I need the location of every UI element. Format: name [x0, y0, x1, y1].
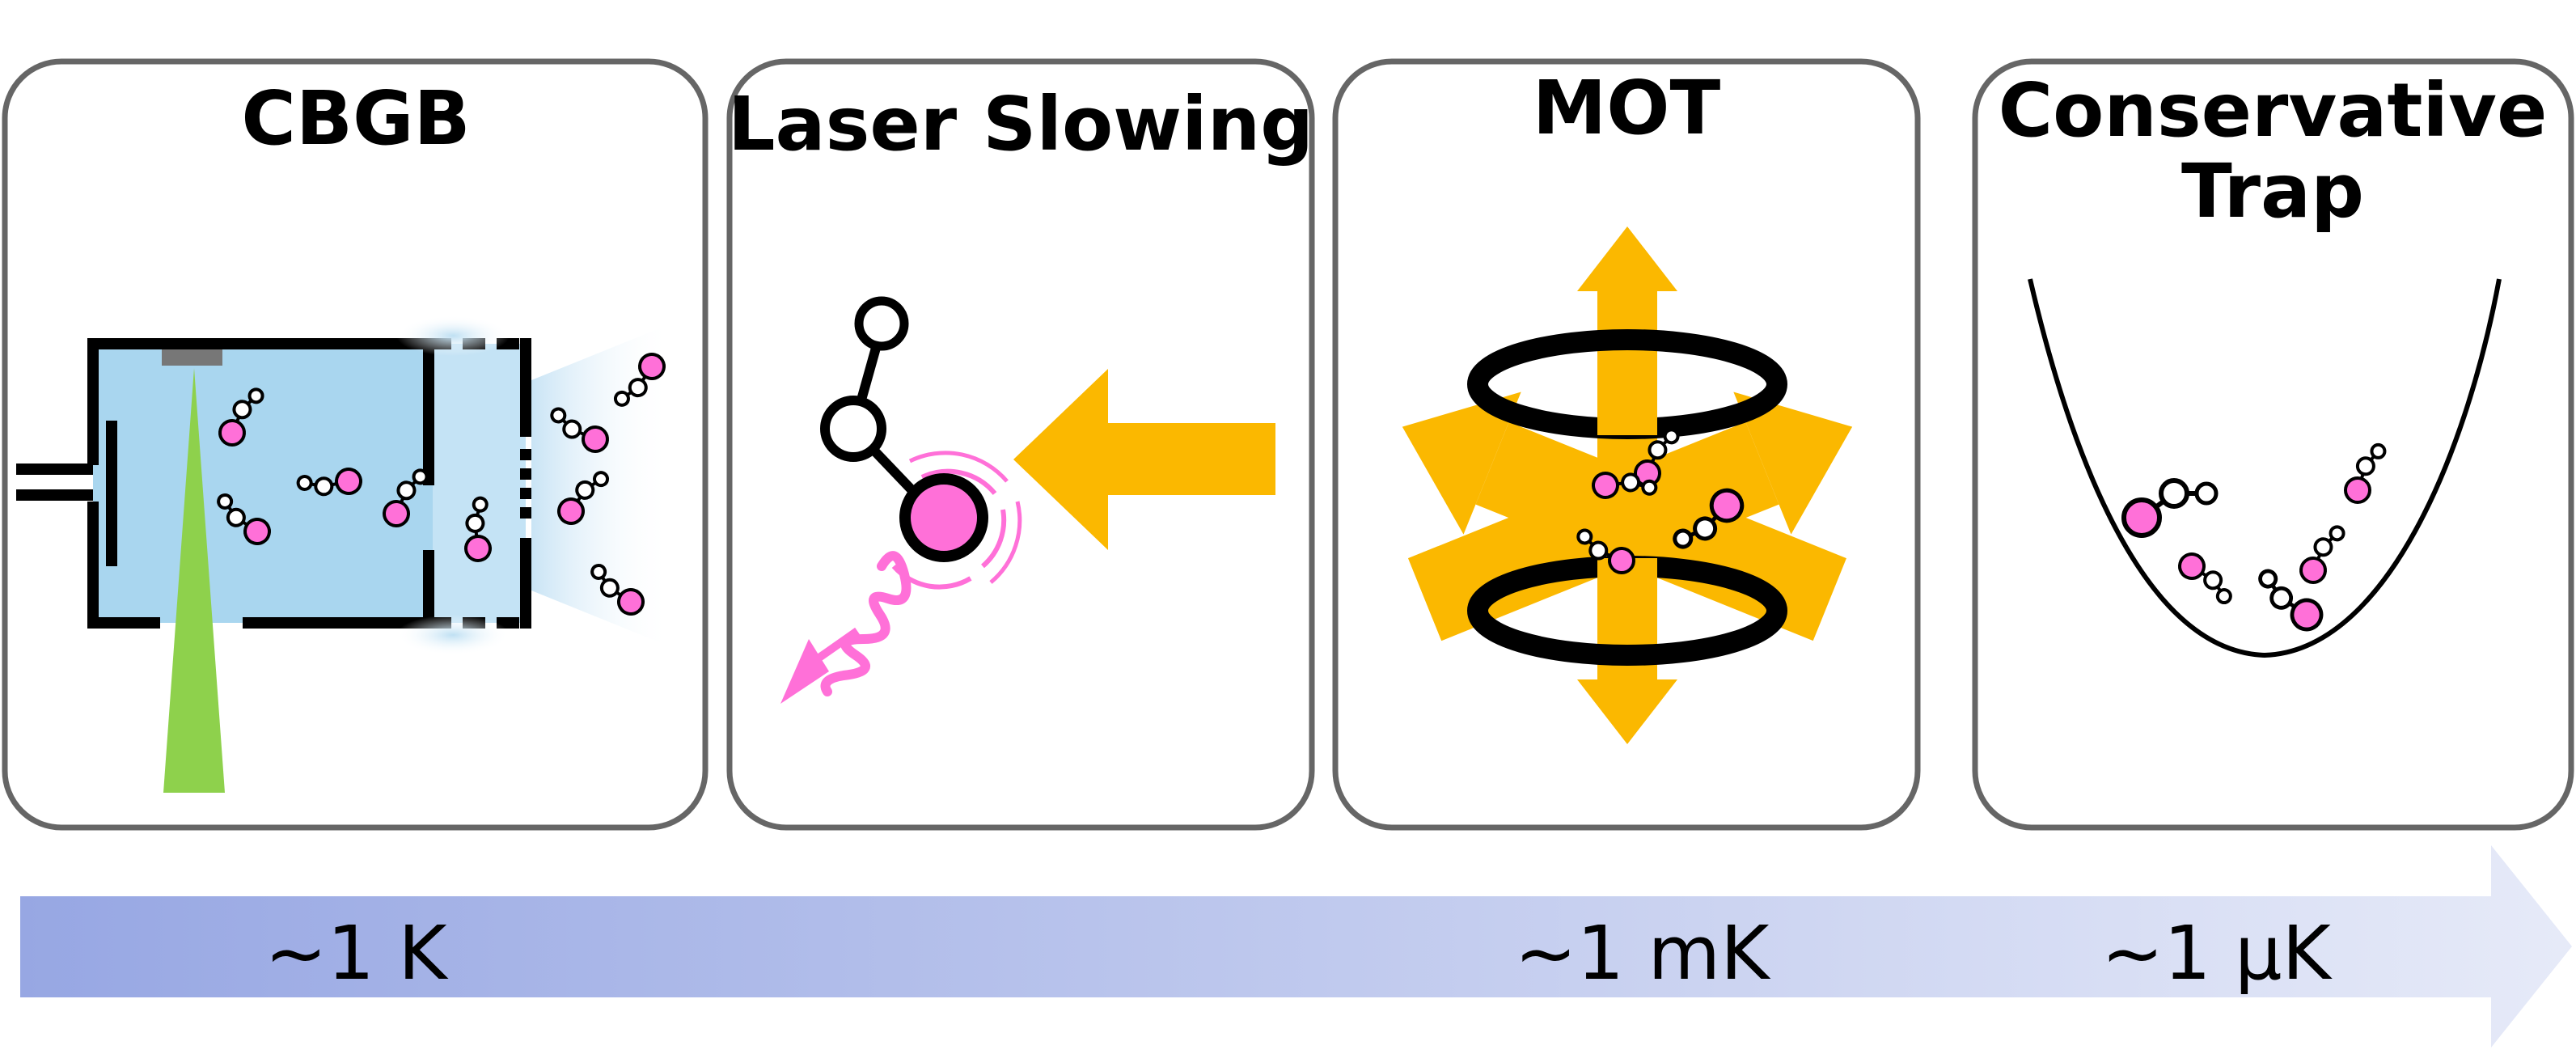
panel-title-line2: Trap [2181, 148, 2364, 235]
laser-beam-icon [1013, 369, 1275, 550]
panel-border [1972, 58, 2574, 831]
coil-icon [1467, 329, 1787, 439]
panel-title: Laser Slowing [728, 81, 1313, 167]
ablation-laser [163, 368, 225, 793]
buffer-gas-cell [87, 315, 531, 655]
temperature-arrow [20, 845, 2572, 1048]
potential-well-icon [2028, 278, 2502, 658]
temperature-label: ~1 μK [2101, 910, 2333, 997]
panel-cbgb: CBGB [2, 58, 709, 831]
panel-title-line1: Conservative [1999, 67, 2548, 154]
temperature-scale: ~1 K ~1 mK ~1 μK [20, 845, 2572, 1048]
panel-mot: MOT [1332, 58, 1921, 831]
temperature-label: ~1 K [264, 910, 449, 997]
panel-title: MOT [1533, 65, 1721, 151]
ablation-target [162, 349, 222, 366]
panel-conservative-trap: Conservative Trap [1972, 58, 2574, 831]
scattering-glow [891, 451, 1022, 590]
molecule-icon [820, 296, 988, 562]
temperature-label: ~1 mK [1515, 910, 1771, 997]
panel-title: CBGB [241, 75, 470, 162]
panel-laser-slowing: Laser Slowing [726, 58, 1315, 831]
